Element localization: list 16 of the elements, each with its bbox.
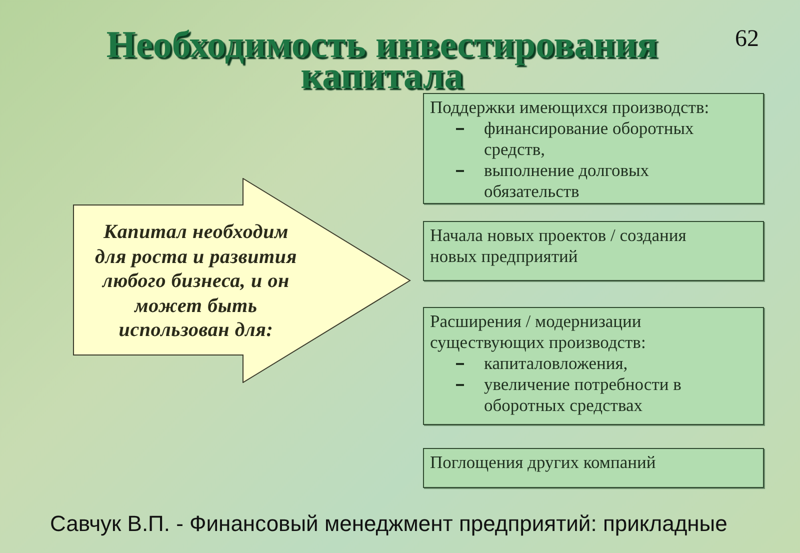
list-item-text: выполнение долговых обязательств [484, 160, 650, 202]
list-item-text: увеличение потребности в оборотных средствах [484, 374, 682, 416]
slide-title: Необходимость инвестирования капитала [105, 30, 659, 92]
text-box [423, 221, 764, 281]
box-heading: Расширения / модернизации существующих производств: [430, 311, 647, 353]
list-item-text: капиталовложения, [484, 353, 629, 374]
block-arrow [73, 178, 411, 383]
box-heading: Поглощения других компаний [430, 452, 657, 473]
source-reference: Савчук В.П. - Финансовый менеджмент предприятий: прикладные [50, 510, 728, 538]
arrow-text: Капитал необходим для роста и развития любого бизнеса, и он может быть использован для: [94, 220, 298, 342]
box-heading: Поддержки имеющихся производств: [430, 97, 710, 118]
page-number: 62 [735, 25, 759, 53]
box-heading: Начала новых проектов / создания новых предприятий [430, 225, 688, 267]
text-box [423, 307, 764, 425]
text-box [423, 448, 764, 488]
text-box [423, 93, 764, 204]
